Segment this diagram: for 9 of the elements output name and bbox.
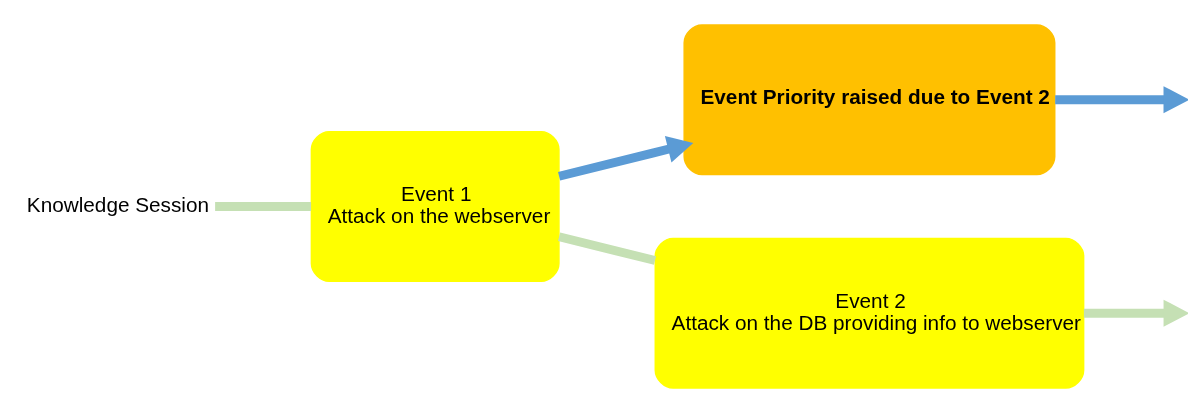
arrow	[1055, 86, 1188, 114]
connector	[558, 232, 657, 265]
connector	[215, 202, 312, 211]
node-box: Event 1 Attack on the webserver	[310, 130, 560, 283]
node-box: Event Priority raised due to Event 2	[683, 24, 1056, 176]
arrow	[558, 136, 694, 181]
arrow	[1083, 299, 1188, 327]
node-box: Event 2 Attack on the DB providing info to webserver	[654, 237, 1085, 389]
node-text: Knowledge Session	[26, 192, 210, 216]
